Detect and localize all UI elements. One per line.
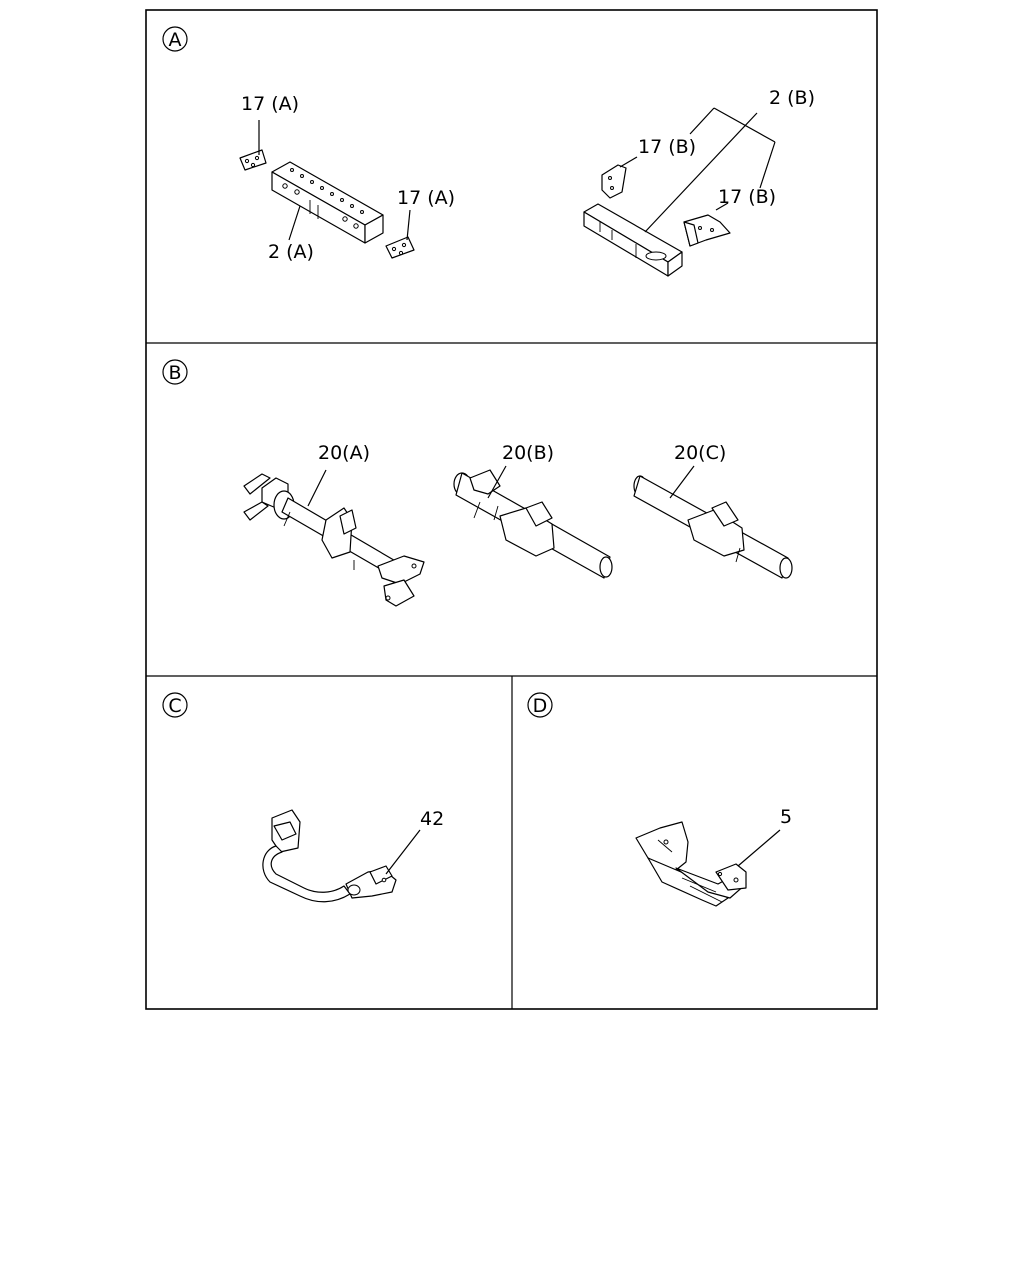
label-17b-right: 17 (B) (718, 186, 776, 208)
label-42: 42 (420, 808, 444, 830)
label-17a-right: 17 (A) (397, 187, 455, 209)
panel-a-marker: A (162, 26, 188, 52)
crossmember-2a (271, 161, 384, 244)
panel-b-marker: B (162, 359, 188, 385)
label-20b: 20(B) (502, 442, 554, 464)
label-5: 5 (780, 806, 792, 828)
bracket-17b-upper (601, 156, 638, 199)
panel-d-marker: D (527, 692, 553, 718)
bracket-5 (635, 821, 781, 907)
bracket-17a-right (385, 209, 415, 259)
tube-20b (453, 465, 613, 579)
crossmember-2b (583, 112, 758, 277)
bracket-17a-left (239, 120, 267, 171)
label-20c: 20(C) (674, 442, 726, 464)
panel-b-letter: B (168, 362, 181, 384)
bracket-17b-lower (683, 202, 731, 247)
label-20a: 20(A) (318, 442, 370, 464)
bar-42 (262, 809, 421, 903)
label-17b-top: 17 (B) (638, 136, 696, 158)
tube-20c (633, 465, 793, 579)
panel-c-marker: C (162, 692, 188, 718)
panel-d-letter: D (533, 695, 548, 717)
label-2b: 2 (B) (769, 87, 815, 109)
tube-20a (243, 469, 425, 607)
panel-frame (145, 9, 878, 1010)
panel-c-letter: C (168, 695, 181, 717)
leader-2b-17b (689, 107, 776, 189)
label-17a-top: 17 (A) (241, 93, 299, 115)
label-2a: 2 (A) (268, 241, 314, 263)
panel-a-letter: A (169, 29, 182, 51)
